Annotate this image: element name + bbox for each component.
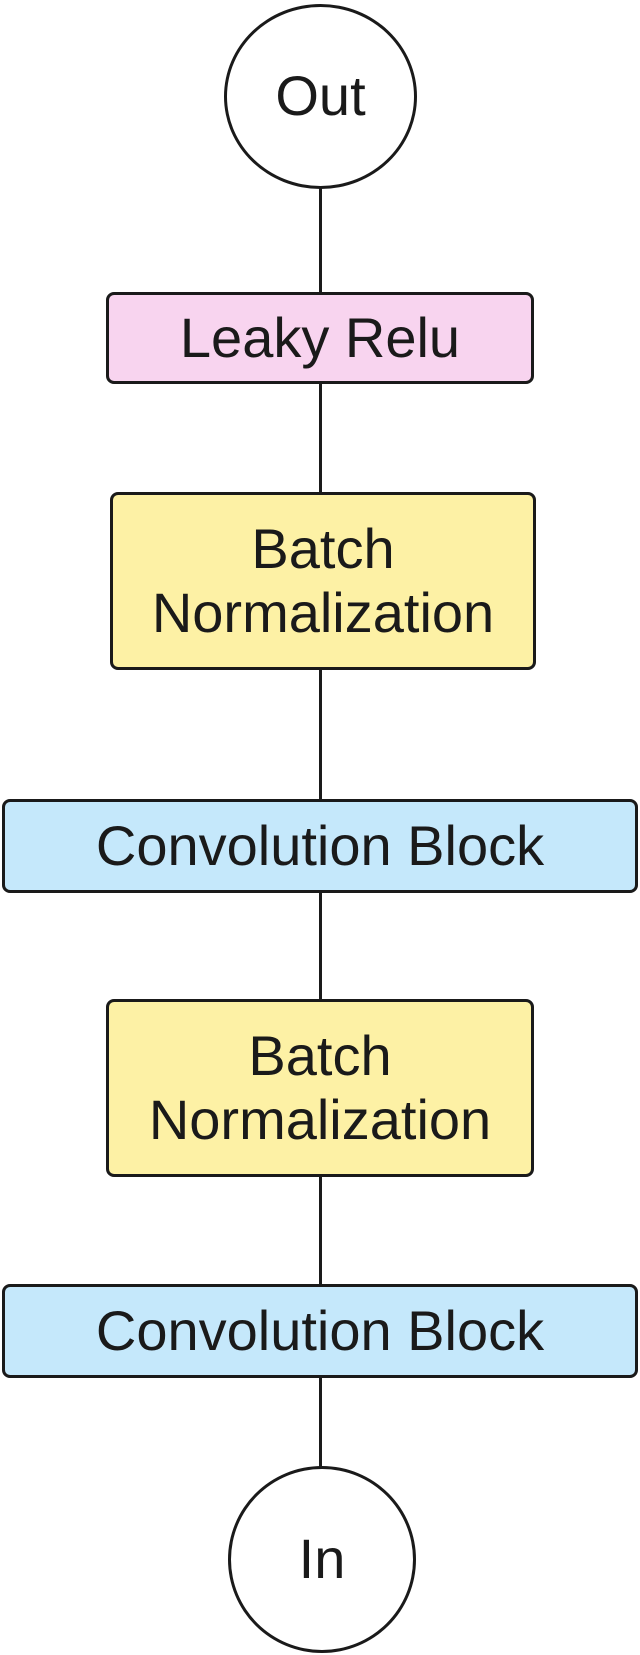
batch-normalization-top-line1: Batch: [251, 516, 395, 580]
batch-normalization-bottom-line1: Batch: [248, 1023, 392, 1087]
edge-leaky-relu-to-batch-norm-top: [318, 383, 322, 493]
out-node: Out: [224, 4, 417, 189]
convolution-block-node-bottom: Convolution Block: [2, 1284, 638, 1378]
edge-batch-norm-top-to-conv-block-top: [318, 668, 322, 800]
edge-batch-norm-bottom-to-conv-block-bottom: [318, 1175, 322, 1286]
convolution-block-bottom-label: Convolution Block: [95, 1298, 545, 1362]
edge-out-to-leaky-relu: [318, 186, 322, 292]
batch-normalization-node-top: Batch Normalization: [110, 492, 536, 670]
edge-conv-block-top-to-batch-norm-bottom: [318, 891, 322, 1001]
batch-normalization-bottom-line2: Normalization: [148, 1088, 492, 1151]
convolution-block-node-top: Convolution Block: [2, 799, 638, 893]
leaky-relu-node: Leaky Relu: [106, 292, 534, 384]
out-node-label: Out: [275, 64, 366, 128]
leaky-relu-node-label: Leaky Relu: [179, 305, 461, 369]
batch-normalization-top-line2: Normalization: [151, 581, 495, 644]
in-node-label: In: [298, 1527, 346, 1591]
edge-conv-block-bottom-to-in: [318, 1376, 322, 1480]
convolution-block-top-label: Convolution Block: [95, 813, 545, 877]
in-node: In: [228, 1466, 416, 1653]
batch-normalization-node-bottom: Batch Normalization: [106, 999, 534, 1177]
